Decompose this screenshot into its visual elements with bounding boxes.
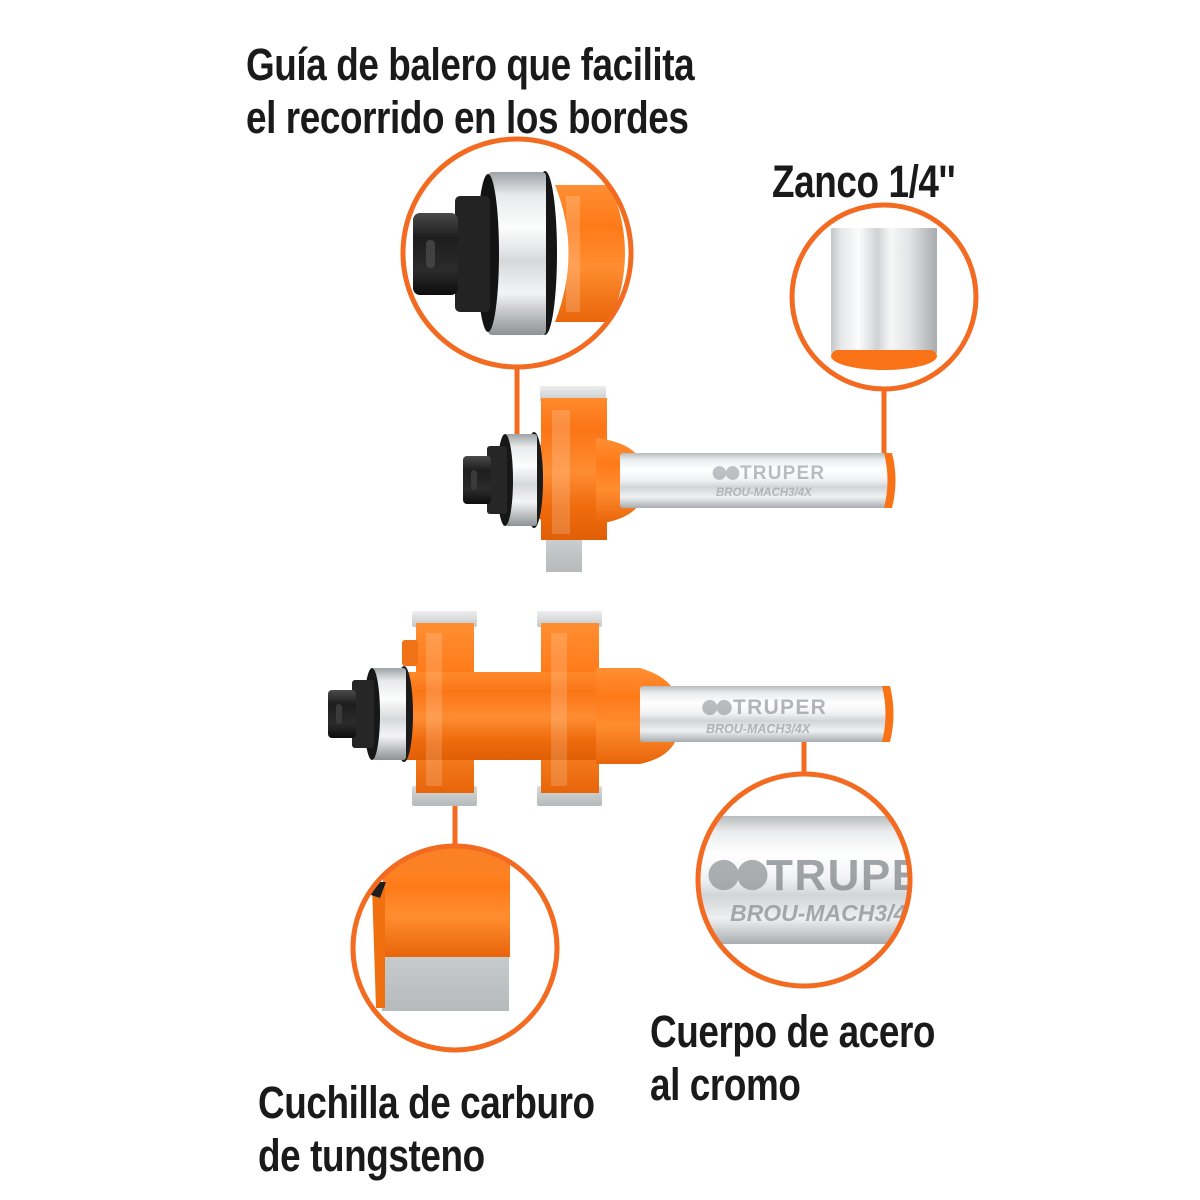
inset-shank (789, 202, 979, 392)
inset-chrome-body: TRUPER BROU-MACH3/4X (695, 771, 956, 989)
carbide-wing-4-bottom-bit (537, 786, 602, 806)
inset-bearing-hub (455, 196, 490, 312)
cutter-hub-bottom-bit (400, 672, 640, 760)
inset-hex-screw (413, 213, 458, 295)
bearing-washer-outer-top-bit (525, 432, 543, 528)
inset-carbide-plate (382, 913, 509, 1011)
inset-bearing-washer-outer (533, 171, 557, 335)
inset-hex-screw-slot (426, 240, 435, 268)
shank-end-cap-bottom-bit (882, 686, 894, 742)
hex-screw-bottom-bit (328, 690, 356, 738)
brand-text-top-bit: TRUPER (740, 463, 825, 484)
bearing-washer-outer-bottom-bit (395, 666, 413, 762)
cutter-highlight-2-bottom-bit (551, 633, 567, 786)
cutter-disc-1-bottom-bit (416, 623, 474, 793)
router-bit-top: TRUPER BROU-MACH3/4X (463, 386, 896, 572)
inset-carbide-blade (350, 843, 560, 1053)
inset-body-branding: TRUPER BROU-MACH3/4X (708, 851, 956, 926)
bearing-hub-top-bit (487, 446, 507, 514)
callout-label-chrome-steel-body: Cuerpo de acero al cromo (650, 1006, 936, 1111)
cutter-tab-bottom-bit (402, 640, 418, 666)
cutter-disc-2-bottom-bit (541, 623, 599, 793)
carbide-wing-2-bottom-bit (537, 611, 602, 627)
inset-body-shank (698, 816, 910, 944)
inset-bearing-race (488, 172, 546, 335)
inset-bearing-guide (400, 136, 634, 370)
inset-carbide-spur (372, 885, 385, 1008)
carbide-wing-3-bottom-bit (412, 786, 477, 806)
carbide-wing-1-bottom-bit (412, 611, 477, 627)
callout-circle-carbide (350, 843, 560, 1053)
inset-shank-cylinder (831, 228, 937, 355)
cutter-body-top-bit (528, 398, 620, 540)
model-text-top-bit: BROU-MACH3/4X (716, 487, 813, 499)
shank-bottom-bit (640, 686, 890, 742)
leader-lines (452, 366, 887, 846)
bearing-washer-inner-bottom-bit (364, 668, 380, 760)
cutter-shoulder-top-bit (596, 438, 642, 524)
brand-text-bottom-bit: TRUPER (733, 696, 827, 719)
carbide-blade-lower-top-bit (546, 522, 582, 572)
carbide-blade-upper-top-bit (540, 386, 606, 402)
inset-bearing-orange-body (555, 185, 625, 322)
callout-circle-shank (789, 202, 979, 392)
cutter-highlight-top-bit (552, 410, 570, 534)
inset-carbide-orange-body (383, 855, 510, 957)
hex-screw-slot-bottom-bit (336, 704, 342, 724)
shank-branding-bottom-bit: TRUPER BROU-MACH3/4X (702, 696, 827, 736)
inset-shank-orange-tip (831, 342, 937, 370)
hex-screw-slot-top-bit (471, 470, 477, 490)
callout-circle-body (695, 771, 913, 989)
shank-branding-top-bit: TRUPER BROU-MACH3/4X (712, 463, 825, 499)
inset-carbide-notch (368, 882, 386, 898)
bearing-race-bottom-bit (372, 668, 406, 760)
inset-model-text: BROU-MACH3/4X (730, 900, 923, 926)
cutter-shoulder-bottom-bit (596, 668, 676, 764)
callout-label-bearing-guide: Guía de balero que facilita el recorrido… (246, 39, 695, 144)
inset-brand-text: TRUPER (766, 851, 956, 900)
bearing-race-top-bit (505, 434, 537, 526)
shank-end-cap-top-bit (884, 453, 896, 508)
callout-label-shank: Zanco 1/4'' (772, 156, 956, 207)
callout-label-carbide-blade: Cuchilla de carburo de tungsteno (258, 1077, 595, 1182)
bearing-hub-bottom-bit (352, 680, 374, 748)
cutter-highlight-1-bottom-bit (426, 633, 442, 786)
callout-circle-bearing (400, 136, 634, 370)
router-bit-bottom: TRUPER BROU-MACH3/4X (328, 611, 894, 806)
hex-screw-top-bit (463, 456, 491, 504)
shank-top-bit (620, 453, 890, 508)
bearing-washer-inner-top-bit (497, 434, 513, 526)
model-text-bottom-bit: BROU-MACH3/4X (706, 722, 811, 736)
inset-bearing-washer-inner (477, 174, 499, 332)
